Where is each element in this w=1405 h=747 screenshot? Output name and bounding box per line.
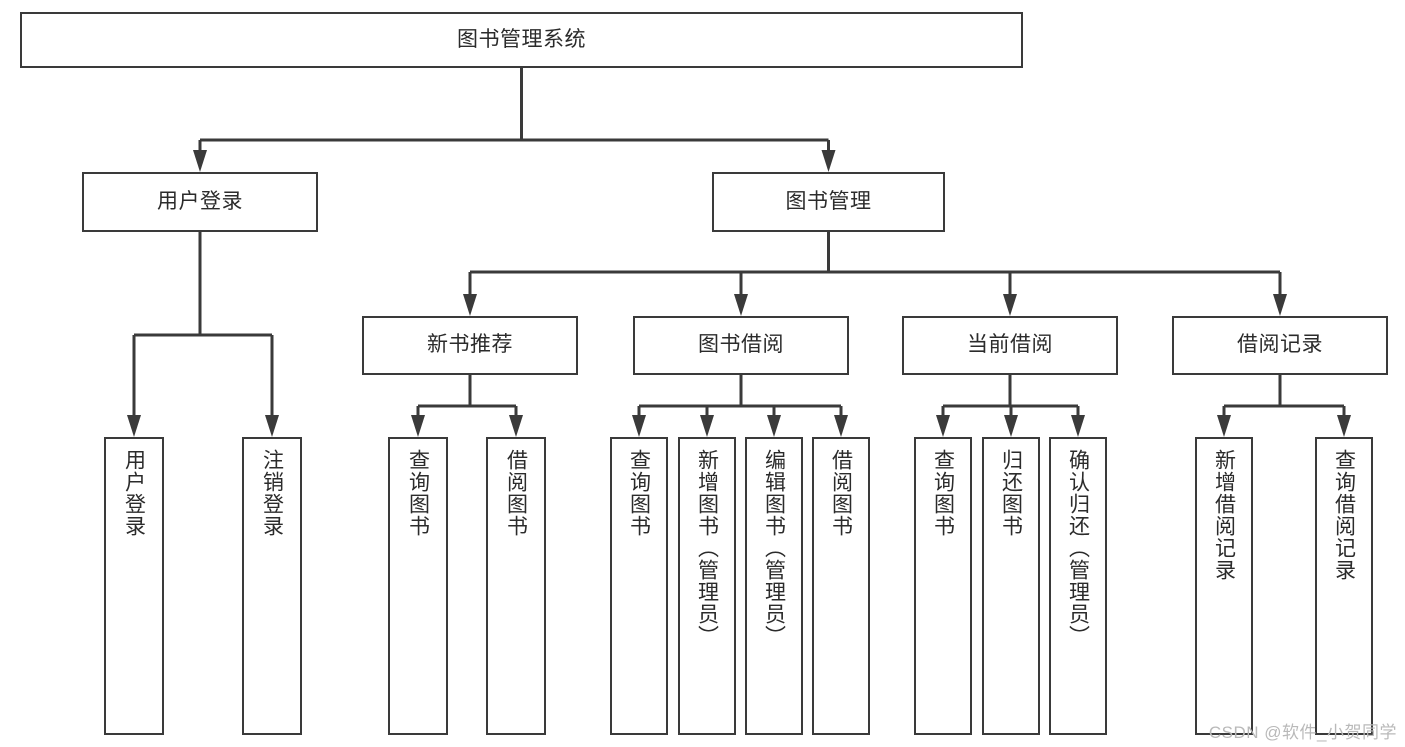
node-label: 新增图书（管理员） <box>695 449 719 647</box>
node-label: 查询图书 <box>931 449 955 537</box>
node-root-book-management-system[interactable]: 图书管理系统 <box>20 12 1023 68</box>
node-label: 确认归还（管理员） <box>1066 449 1090 647</box>
node-leaf-user-login[interactable]: 用户登录 <box>104 437 164 735</box>
node-leaf-add-borrow-record[interactable]: 新增借阅记录 <box>1195 437 1253 735</box>
node-label: 新书推荐 <box>427 333 513 357</box>
node-label: 图书借阅 <box>698 333 784 357</box>
node-leaf-query-book-recommendation[interactable]: 查询图书 <box>388 437 448 735</box>
node-label: 注销登录 <box>260 449 284 537</box>
node-label: 当前借阅 <box>967 333 1053 357</box>
node-label: 查询借阅记录 <box>1332 449 1356 581</box>
node-label: 用户登录 <box>157 189 243 213</box>
node-leaf-query-book-current[interactable]: 查询图书 <box>914 437 972 735</box>
node-label: 用户登录 <box>122 449 146 537</box>
node-label: 借阅记录 <box>1237 333 1323 357</box>
node-current-borrowing[interactable]: 当前借阅 <box>902 316 1118 375</box>
node-label: 图书管理 <box>785 189 872 213</box>
node-leaf-confirm-return-admin[interactable]: 确认归还（管理员） <box>1049 437 1107 735</box>
node-leaf-borrow-book-recommendation[interactable]: 借阅图书 <box>486 437 546 735</box>
node-book-management[interactable]: 图书管理 <box>712 172 945 232</box>
node-label: 编辑图书（管理员） <box>762 449 786 647</box>
node-label: 借阅图书 <box>504 449 528 537</box>
node-label: 归还图书 <box>999 449 1023 537</box>
node-label: 新增借阅记录 <box>1212 449 1236 581</box>
node-leaf-query-book-borrowing[interactable]: 查询图书 <box>610 437 668 735</box>
node-label: 查询图书 <box>406 449 430 537</box>
node-new-book-recommendation[interactable]: 新书推荐 <box>362 316 578 375</box>
node-leaf-add-book-admin[interactable]: 新增图书（管理员） <box>678 437 736 735</box>
watermark-text: CSDN @软件_小贺同学 <box>1208 723 1397 742</box>
node-borrowing-record[interactable]: 借阅记录 <box>1172 316 1388 375</box>
node-leaf-edit-book-admin[interactable]: 编辑图书（管理员） <box>745 437 803 735</box>
node-leaf-user-logout[interactable]: 注销登录 <box>242 437 302 735</box>
node-label: 查询图书 <box>627 449 651 537</box>
node-label: 借阅图书 <box>829 449 853 537</box>
node-leaf-return-book[interactable]: 归还图书 <box>982 437 1040 735</box>
node-user-login[interactable]: 用户登录 <box>82 172 318 232</box>
node-leaf-query-borrow-record[interactable]: 查询借阅记录 <box>1315 437 1373 735</box>
node-leaf-borrow-book[interactable]: 借阅图书 <box>812 437 870 735</box>
node-book-borrowing[interactable]: 图书借阅 <box>633 316 849 375</box>
node-label: 图书管理系统 <box>457 27 586 51</box>
